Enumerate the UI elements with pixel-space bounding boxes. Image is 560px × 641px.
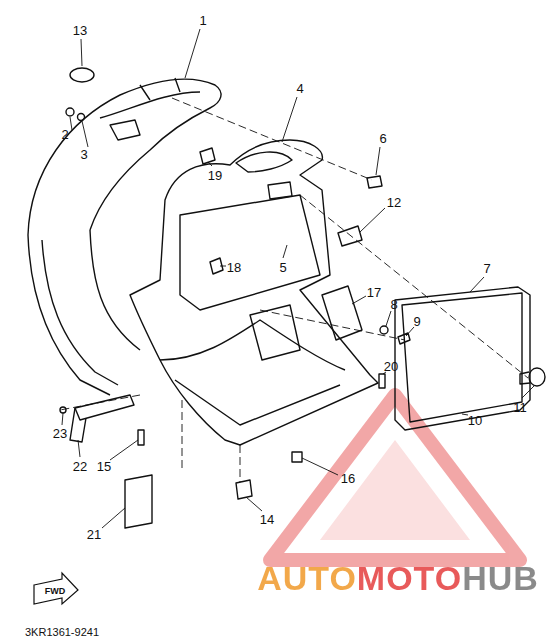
callout-number: 20	[384, 360, 398, 373]
callout-number: 14	[260, 513, 274, 526]
callout-number: 8	[390, 298, 397, 311]
callout-number: 22	[73, 460, 87, 473]
direction-label: FWD	[45, 587, 66, 596]
callout-number: 12	[387, 196, 401, 209]
callout-number: 3	[80, 148, 87, 161]
callout-number: 7	[483, 262, 490, 275]
callout-number: 10	[468, 414, 482, 427]
callout-number: 5	[279, 261, 286, 274]
watermark: AUTOMOTOHUB	[257, 561, 539, 595]
callout-number: 21	[87, 528, 101, 541]
callout-number: 11	[513, 401, 527, 414]
callout-number: 18	[227, 261, 241, 274]
callout-number: 1	[199, 14, 206, 27]
callout-number: 16	[341, 472, 355, 485]
callout-number: 23	[53, 427, 67, 440]
callout-number: 4	[296, 82, 303, 95]
callout-number: 9	[413, 315, 420, 328]
part-code: 3KR1361-9241	[25, 627, 99, 638]
fwd-arrow	[34, 573, 78, 604]
callout-number: 15	[97, 460, 111, 473]
callout-number: 2	[61, 128, 68, 141]
callout-number: 19	[208, 169, 222, 182]
callout-number: 13	[73, 24, 87, 37]
callout-number: 6	[379, 132, 386, 145]
callout-number: 17	[367, 286, 381, 299]
